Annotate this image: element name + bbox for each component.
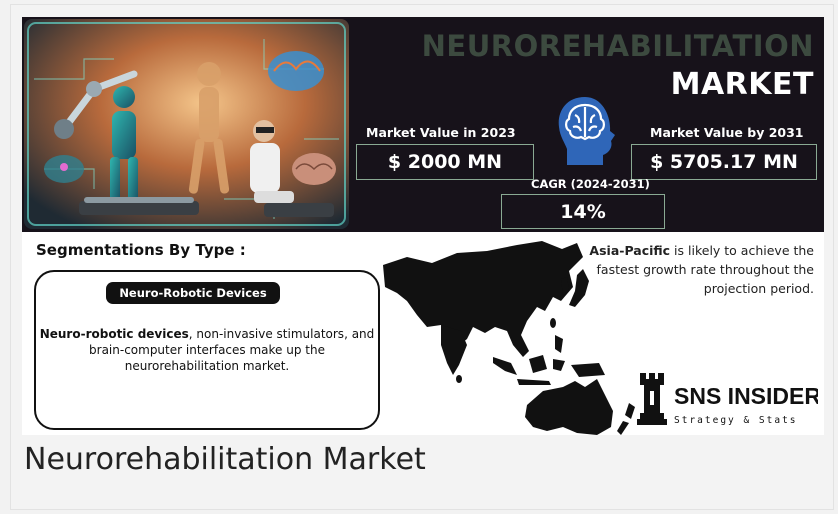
rehab-illustration — [24, 19, 349, 229]
segment-pill: Neuro-Robotic Devices — [106, 282, 280, 304]
asia-pacific-map — [383, 241, 635, 435]
svg-text:Strategy & Stats: Strategy & Stats — [674, 415, 798, 426]
region-bold: Asia-Pacific — [589, 243, 671, 258]
title-line-2: MARKET — [670, 67, 814, 102]
value-2031-label: Market Value by 2031 — [650, 125, 804, 140]
cagr-box: 14% — [501, 194, 665, 229]
value-2023-label: Market Value in 2023 — [366, 125, 516, 140]
value-2031: $ 5705.17 MN — [650, 151, 798, 173]
region-rest: is likely to achieve the fastest growth … — [596, 243, 814, 296]
segmentation-description: Neuro-robotic devices, non-invasive stim… — [36, 326, 378, 374]
segment-desc-bold: Neuro-robotic devices — [39, 327, 189, 341]
cagr-value: 14% — [560, 200, 606, 223]
svg-text:SNS INSIDER: SNS INSIDER — [674, 383, 818, 409]
segmentation-heading: Segmentations By Type : — [36, 241, 246, 259]
sns-insider-logo: SNS INSIDER Strategy & Stats — [637, 373, 818, 426]
value-2023-box: $ 2000 MN — [356, 144, 534, 180]
region-callout: Asia-Pacific is likely to achieve the fa… — [552, 241, 814, 298]
value-2031-box: $ 5705.17 MN — [631, 144, 817, 180]
title-line-1: NEUROREHABILITATION — [421, 29, 814, 63]
banner: NEUROREHABILITATION MARKET Market Value … — [22, 17, 824, 232]
value-2023: $ 2000 MN — [387, 151, 503, 173]
infographic: NEUROREHABILITATION MARKET Market Value … — [22, 17, 824, 435]
brain-head-icon — [558, 97, 615, 165]
segmentation-box — [34, 270, 380, 430]
segment-desc-rest: , non-invasive stimulators, and brain-co… — [89, 327, 375, 373]
image-caption: Neurorehabilitation Market — [24, 442, 426, 477]
cagr-label: CAGR (2024-2031) — [531, 177, 650, 191]
